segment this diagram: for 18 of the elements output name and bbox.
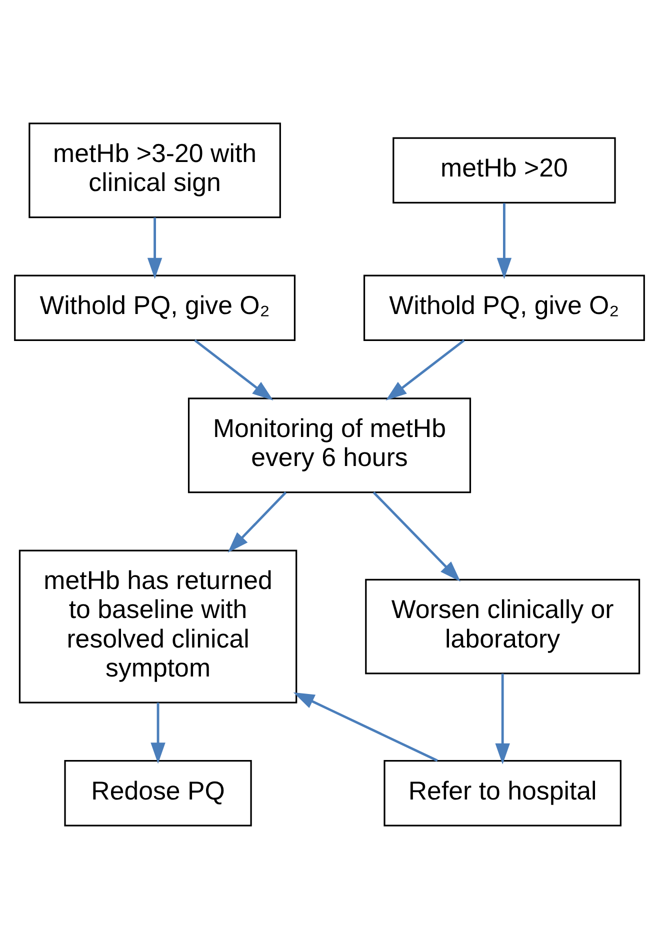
node-box: metHb >3-20 with clinical sign	[28, 122, 281, 218]
arrow	[495, 673, 510, 764]
arrow	[150, 702, 166, 764]
arrow	[228, 491, 287, 552]
node-box: Redose PQ	[64, 760, 252, 826]
arrow	[194, 338, 274, 400]
node-box: Withold PQ, give O₂	[14, 274, 296, 341]
node-box: Withold PQ, give O₂	[363, 274, 645, 341]
arrow	[147, 216, 162, 278]
node-box: Refer to hospital	[384, 760, 622, 826]
node-box: Worsen clinically or laboratory	[365, 578, 640, 674]
arrow	[293, 692, 438, 762]
arrow	[496, 202, 512, 278]
arrow	[372, 491, 460, 582]
node-box: metHb >20	[392, 136, 616, 204]
node-box: Monitoring of metHb every 6 hours	[188, 397, 472, 493]
arrow	[386, 338, 465, 400]
node-box: metHb has returned to baseline with resolved clinical symptom	[18, 549, 298, 703]
